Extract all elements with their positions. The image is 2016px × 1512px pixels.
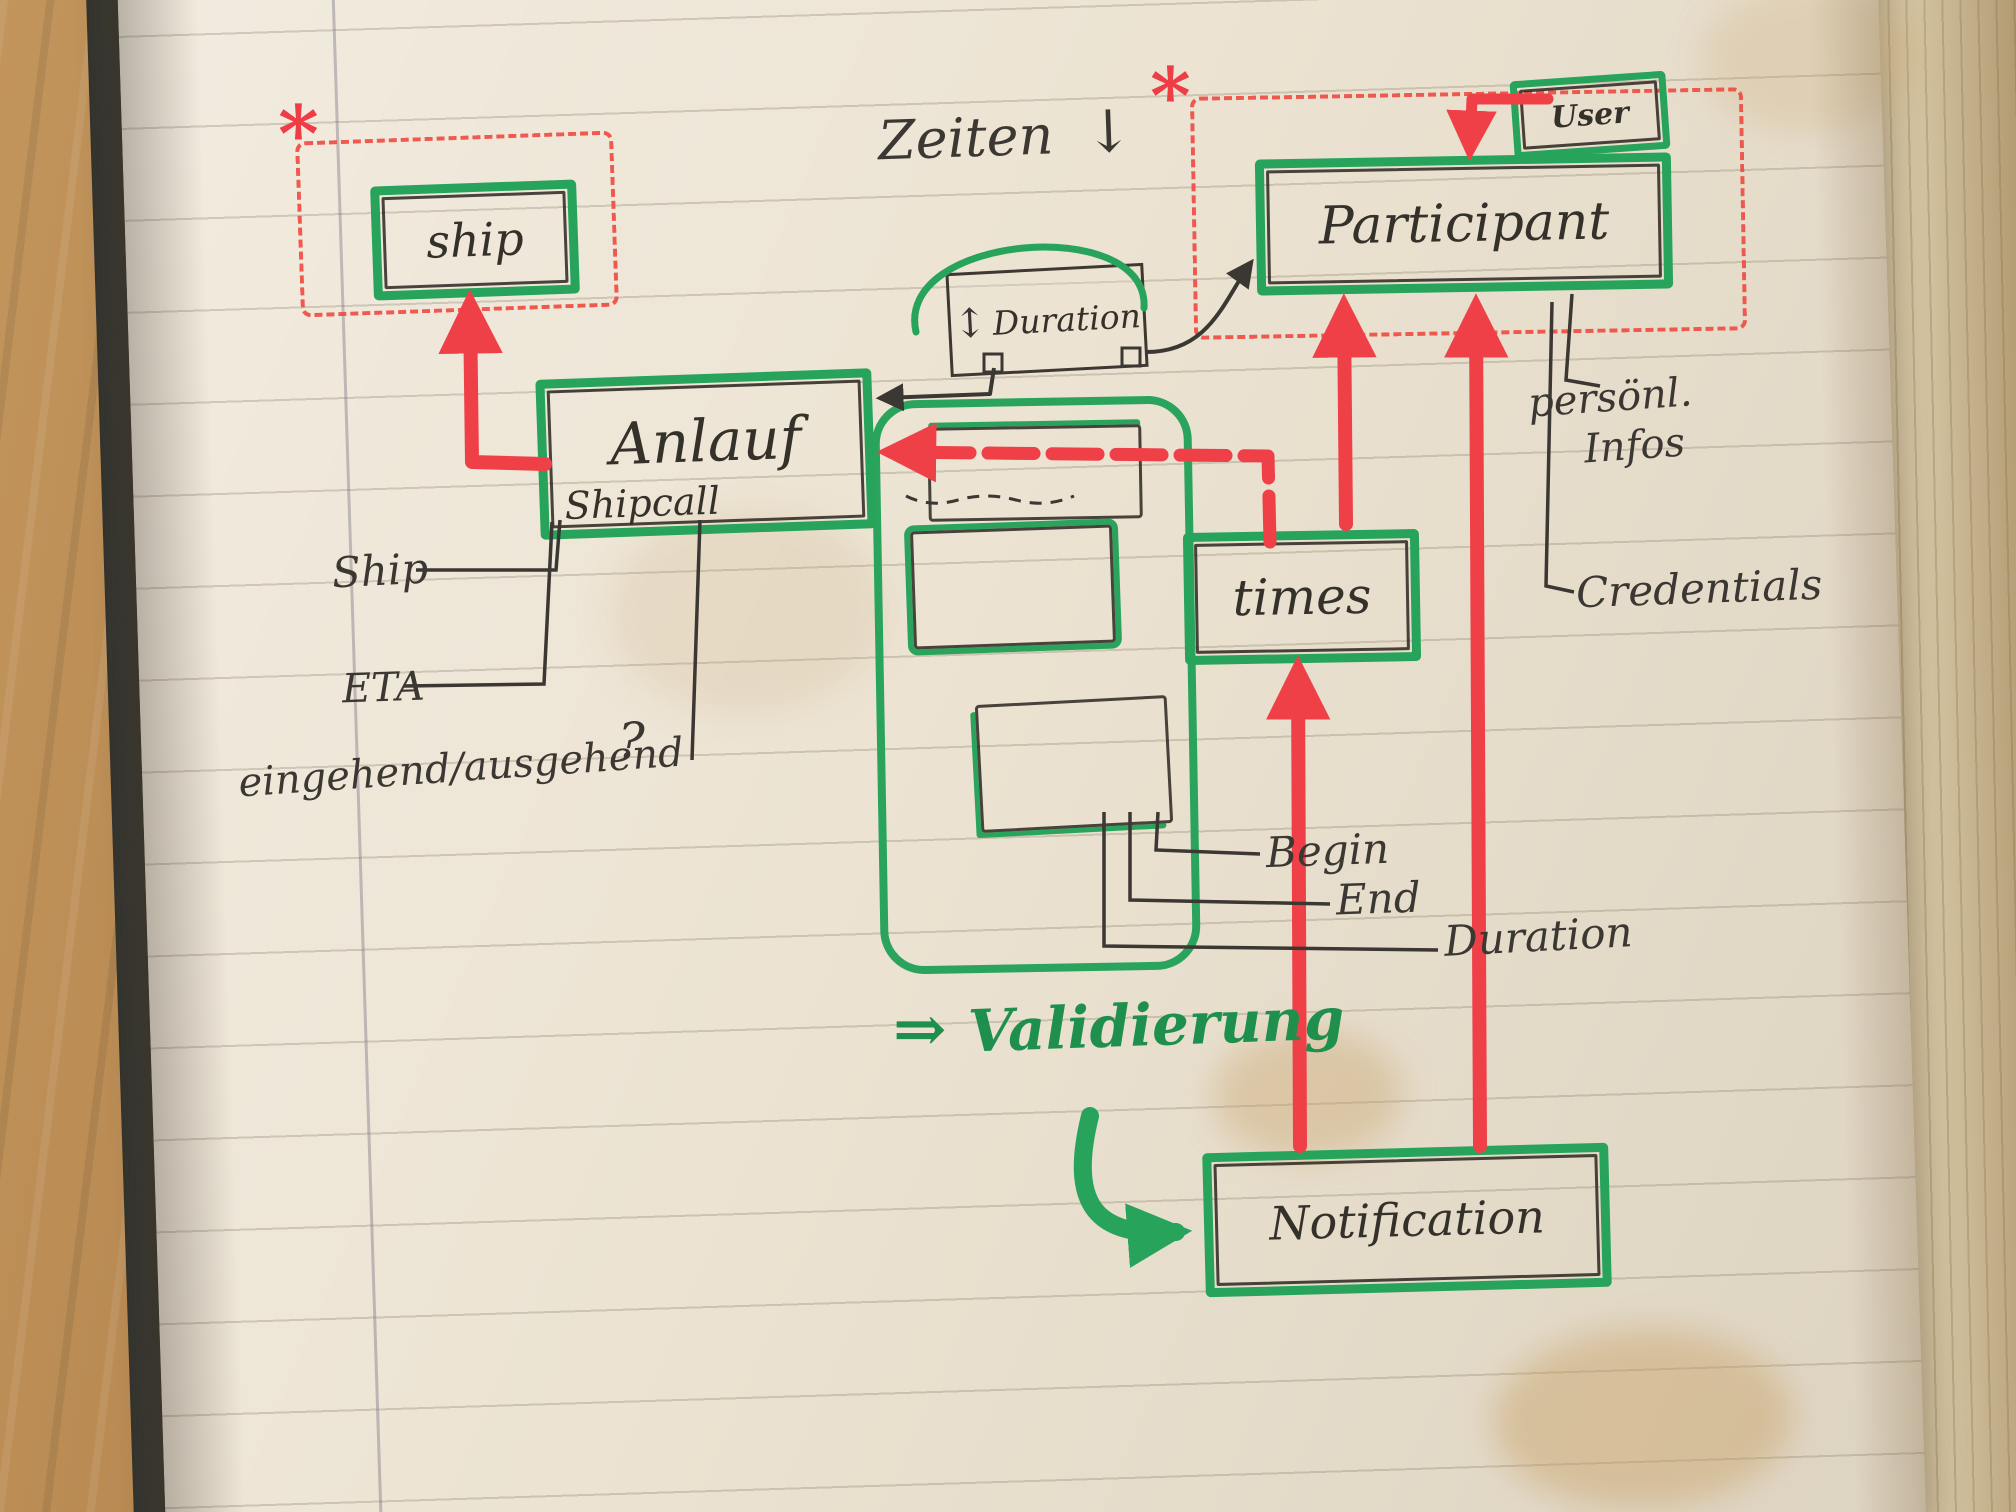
node-duration-label: Duration: [991, 295, 1142, 343]
attr-ship: Ship: [330, 543, 430, 598]
attr-personal-infos-line1: persönl.: [1526, 369, 1694, 427]
attr-eta: ETA: [341, 663, 426, 713]
node-participant-label: Participant: [1318, 191, 1610, 257]
validierung-label: Validierung: [966, 984, 1346, 1066]
sketch-box-2: [910, 524, 1116, 650]
attr-duration: Duration: [1442, 907, 1634, 966]
asterisk-participant: *: [1150, 51, 1191, 142]
down-arrow-icon: ↓: [1083, 96, 1135, 167]
node-notification-label: Notification: [1268, 1189, 1546, 1251]
node-duration: ↕ Duration: [945, 262, 1149, 378]
implies-arrow-icon: ⇒: [893, 992, 947, 1067]
coffee-stain: [1490, 1324, 1796, 1512]
zeiten-text: Zeiten: [877, 103, 1055, 173]
node-times-label: times: [1232, 566, 1372, 628]
node-user-label: User: [1549, 94, 1631, 136]
node-ship: ship: [370, 179, 580, 301]
attr-personal-infos-line2: Infos: [1582, 419, 1687, 473]
updown-arrow-icon: ↕: [952, 300, 988, 348]
node-anlauf-label: Anlauf: [608, 403, 803, 479]
sketch-box-3: [974, 695, 1174, 833]
node-anlauf-sublabel: Shipcall: [563, 478, 721, 528]
question-mark: ?: [618, 712, 645, 770]
zeiten-heading: Zeiten ↓: [877, 97, 1134, 173]
sketch-box-1: [927, 424, 1143, 522]
node-participant: Participant: [1254, 152, 1674, 296]
node-notification: Notification: [1202, 1142, 1612, 1298]
node-ship-label: ship: [425, 211, 525, 269]
attr-credentials: Credentials: [1575, 559, 1823, 618]
node-user: User: [1509, 70, 1671, 160]
attr-begin: Begin: [1265, 823, 1390, 878]
node-times: times: [1182, 528, 1422, 666]
node-anlauf: Anlauf Shipcall: [535, 368, 877, 540]
asterisk-ship: *: [278, 89, 319, 180]
attr-end: End: [1335, 872, 1422, 925]
